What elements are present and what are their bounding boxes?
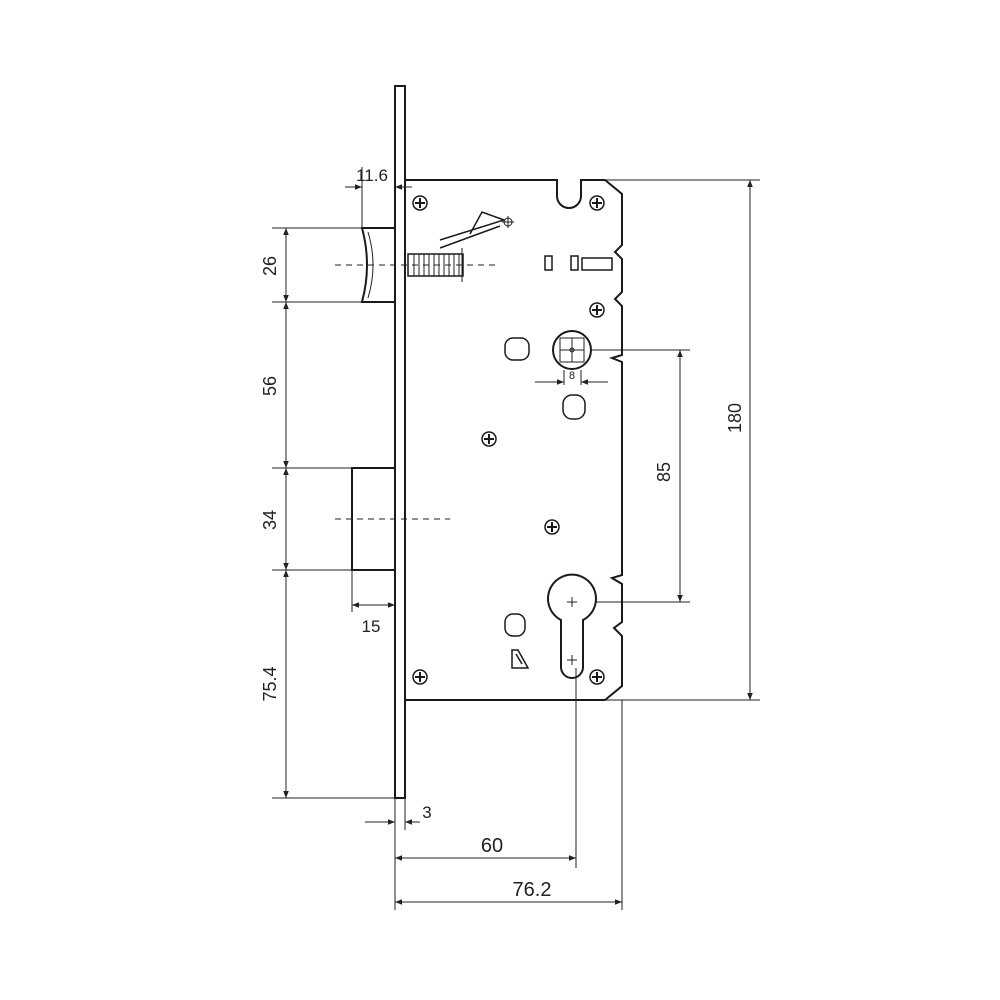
dim-handle-to-cylinder: 85 <box>654 462 674 482</box>
dimension-labels: 11.6 26 56 34 75.4 15 3 60 76.2 85 180 8 <box>260 166 745 901</box>
screw-icon <box>589 195 605 211</box>
dim-deadbolt-throw: 15 <box>362 617 381 636</box>
screw-icon <box>589 669 605 685</box>
dim-backset: 60 <box>481 835 503 857</box>
dim-latch-height: 26 <box>260 256 280 276</box>
internal-slots <box>504 255 613 669</box>
faceplate <box>394 85 406 799</box>
dim-deadbolt-to-bottom: 75.4 <box>260 666 280 701</box>
screw-icon <box>589 302 605 318</box>
dimension-lines <box>283 180 753 905</box>
screws <box>412 195 605 685</box>
deadbolt <box>335 467 450 571</box>
cylinder-hole <box>547 573 597 679</box>
dim-deadbolt-height: 34 <box>260 510 280 530</box>
screw-icon <box>544 519 560 535</box>
spindle-hub <box>552 330 592 370</box>
dim-latch-to-deadbolt: 56 <box>260 376 280 396</box>
extension-lines <box>272 167 760 910</box>
screw-icon <box>481 431 497 447</box>
latch-bolt <box>335 211 514 303</box>
dim-case-height: 180 <box>725 403 745 433</box>
dim-overall-depth: 76.2 <box>513 879 552 901</box>
screw-icon <box>412 195 428 211</box>
dim-faceplate-thickness: 3 <box>422 803 431 822</box>
dim-spindle-size: 8 <box>569 370 575 382</box>
dim-latch-depth: 11.6 <box>356 166 388 185</box>
screw-icon <box>412 669 428 685</box>
